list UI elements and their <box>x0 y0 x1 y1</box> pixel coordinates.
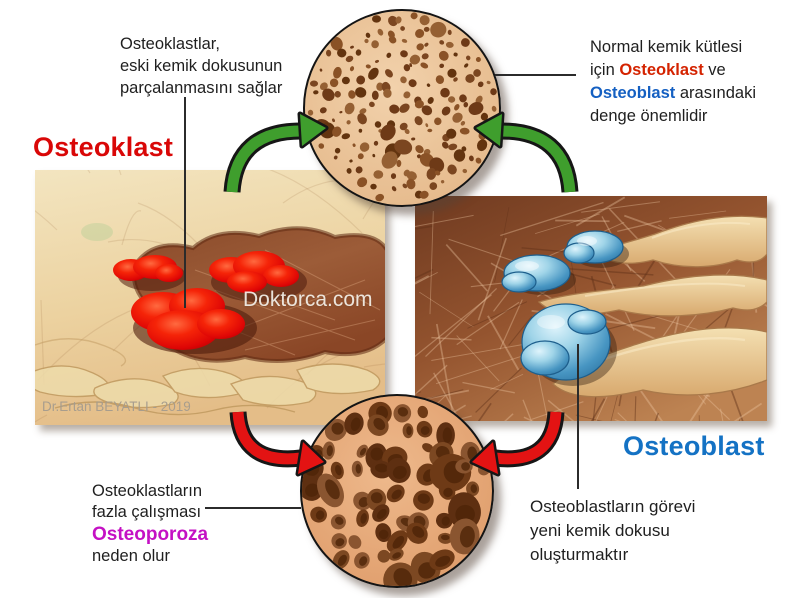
balance-info-line2: için Osteoklast ve <box>590 59 756 82</box>
balance-osteoblast-word: Osteoblast <box>590 84 676 102</box>
healthy-bone-pores <box>307 12 497 202</box>
osteoclast-info-text: Osteoklastlar, eski kemik dokusunun parç… <box>120 33 282 99</box>
osteoblast-cells <box>501 230 629 386</box>
balance-info-line4: denge önemlidir <box>590 107 708 125</box>
balance-line2-pre: için <box>590 61 620 79</box>
osteoblast-info-line1: Osteoblastların görevi <box>530 497 696 516</box>
balance-info-line1: Normal kemik kütlesi <box>590 38 743 56</box>
osteoporosis-info-line1: Osteoklastların <box>92 482 203 500</box>
bone-ridge-lumps <box>35 338 381 416</box>
osteoblast-cell-large <box>520 303 617 386</box>
osteoclast-cell-small <box>113 255 186 291</box>
healthy-bone-micro-view <box>303 9 501 207</box>
balance-osteoklast-word: Osteoklast <box>619 61 704 79</box>
osteoporosis-info-line4: neden olur <box>92 547 170 565</box>
osteoblast-label: Osteoblast <box>623 431 765 461</box>
osteoblast-info-line3: oluşturmaktır <box>530 545 629 564</box>
osteoclast-info-line3: parçalanmasını sağlar <box>120 79 283 97</box>
osteoblast-cell-mid <box>501 254 576 295</box>
balance-line2-post: ve <box>703 61 726 79</box>
osteoporosis-info-line2: fazla çalışması <box>92 503 202 521</box>
osteoclast-info-line2: eski kemik dokusunun <box>120 57 283 75</box>
osteoblast-info-line2: yeni kemik dokusu <box>530 521 670 540</box>
balance-info-line3: Osteoblast arasındaki <box>590 82 756 105</box>
osteoblast-cell-small <box>563 230 629 268</box>
watermark-author: Dr.Ertan BEYATLI - 2019 <box>42 399 191 414</box>
balance-line3-post: arasındaki <box>675 84 756 102</box>
osteoporosis-info-text: Osteoklastların fazla çalışması Osteopor… <box>92 481 208 567</box>
osteoporotic-bone-pores <box>302 401 491 586</box>
osteoclast-cells <box>113 251 307 354</box>
osteoclast-cell-large <box>131 288 257 354</box>
osteoblast-info-text: Osteoblastların görevi yeni kemik dokusu… <box>530 495 695 567</box>
osteoblast-illustration <box>415 196 767 421</box>
osteoporotic-bone-micro-view <box>300 394 494 588</box>
osteoclast-cell-mid <box>209 251 307 302</box>
osteoklast-label: Osteoklast <box>33 132 174 162</box>
watermark-site: Doktorca.com <box>243 288 373 311</box>
osteoclast-info-line1: Osteoklastlar, <box>120 35 220 53</box>
osteoporoza-word: Osteoporoza <box>92 524 209 545</box>
osteoclast-panel <box>35 170 385 425</box>
balance-info-text: Normal kemik kütlesi için Osteoklast ve … <box>590 36 756 128</box>
bone-trabeculae <box>537 215 767 398</box>
osteoclast-illustration <box>35 170 385 425</box>
osteoblast-panel <box>415 196 767 421</box>
